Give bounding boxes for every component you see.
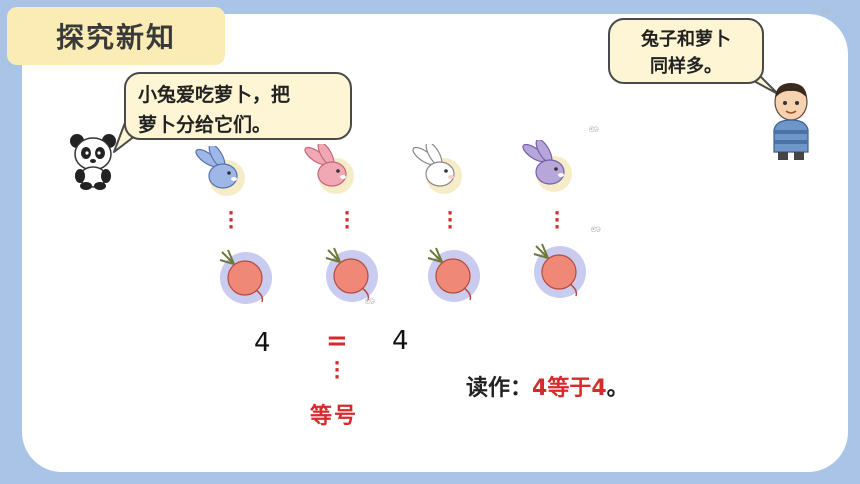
- panda-icon: [70, 134, 116, 190]
- section-title: 探究新知: [55, 21, 176, 54]
- radish-icon: [427, 247, 480, 302]
- connector-dots: ···: [227, 203, 235, 238]
- reading-line: 读作：4等于4。: [466, 370, 629, 402]
- swirl-decoration-icon: ꩨ: [364, 293, 375, 307]
- speech-bubble-boy: 兔子和萝卜 同样多。: [608, 18, 764, 84]
- radish-icon: [219, 249, 272, 304]
- connector-dots: ···: [446, 203, 454, 238]
- swirl-decoration-icon: ꩨ: [820, 3, 831, 17]
- rabbit-pink-icon: [304, 144, 354, 194]
- speech-bubble-panda: 小兔爱吃萝卜，把 萝卜分给它们。: [124, 72, 352, 140]
- equals-sign-name: 等号: [310, 404, 359, 429]
- swirl-decoration-icon: ꩨ: [590, 221, 601, 235]
- bubble-text-line-1: 兔子和萝卜: [641, 29, 731, 50]
- reading-suffix: 。: [606, 376, 629, 401]
- swirl-decoration-icon: ꩨ: [588, 121, 599, 135]
- bubble-text-line-2: 萝卜分给它们。: [138, 114, 272, 136]
- bubble-text-line-2: 同样多。: [650, 56, 722, 77]
- rabbit-blue-icon: [195, 146, 245, 196]
- reading-expression: 4等于4: [532, 376, 607, 401]
- section-tag: 探究新知: [7, 7, 225, 65]
- boy-icon: [773, 83, 809, 160]
- reading-prefix: 读作：: [466, 376, 533, 401]
- rabbit-white-icon: [412, 144, 462, 194]
- left-number: 4: [254, 328, 271, 358]
- connector-dots: ···: [343, 203, 351, 238]
- equals-pointer-dots: ···: [333, 353, 341, 388]
- radish-icon: [533, 243, 586, 298]
- right-number: 4: [392, 326, 409, 356]
- radish-icon: [325, 247, 378, 302]
- rabbit-purple-icon: [522, 140, 572, 192]
- equals-sign: =: [326, 326, 348, 356]
- bubble-text-line-1: 小兔爱吃萝卜，把: [138, 84, 291, 106]
- connector-dots: ···: [553, 203, 561, 238]
